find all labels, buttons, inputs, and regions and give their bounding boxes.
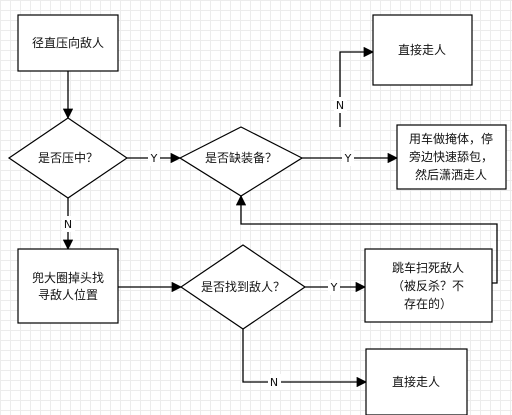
- edge-jump-loop-to-gear: [235, 194, 498, 284]
- edge-labels: Y N N Y Y N: [62, 97, 354, 390]
- edges: [62, 46, 498, 388]
- node-walk-away-top-text: 直接走人: [398, 42, 446, 57]
- decision-lacks-gear-text: 是否缺装备？: [205, 150, 277, 165]
- label-found-no: N: [270, 376, 278, 389]
- label-press-yes: Y: [150, 152, 158, 165]
- decision-is-pressing-text: 是否压中？: [38, 150, 98, 165]
- node-cover-line-1: 用车做掩体，停: [409, 131, 493, 146]
- label-gear-yes: Y: [344, 152, 352, 165]
- node-cover-loot: 用车做掩体，停 旁边快速舔包， 然后潇洒走人: [396, 124, 507, 190]
- node-start: 径直压向敌人: [17, 14, 119, 72]
- node-cover-line-3: 然后潇洒走人: [415, 167, 487, 182]
- node-circle-line-2: 寻敌人位置: [38, 287, 98, 302]
- node-circle-search: 兜大圈掉头找 寻敌人位置: [17, 248, 119, 324]
- node-jump-line-1: 跳车扫死敌人: [392, 260, 464, 275]
- edge-gear-to-walk-top: [339, 46, 375, 127]
- node-jump-shoot: 跳车扫死敌人 （被反杀？不 存在的）: [364, 248, 493, 323]
- node-walk-away-bottom: 直接走人: [365, 348, 468, 415]
- node-cover-line-2: 旁边快速舔包，: [409, 149, 493, 164]
- node-walk-away-bottom-text: 直接走人: [392, 374, 440, 389]
- decision-found-enemy-text: 是否找到敌人？: [201, 279, 285, 294]
- decision-is-pressing: 是否压中？: [7, 117, 129, 199]
- label-gear-no: N: [336, 99, 344, 112]
- node-circle-line-1: 兜大圈掉头找: [32, 270, 104, 285]
- node-walk-away-top: 直接走人: [372, 14, 473, 86]
- node-jump-line-3: 存在的）: [404, 296, 452, 311]
- edge-found-to-walk-bottom: [242, 329, 368, 388]
- label-press-no: N: [64, 218, 72, 231]
- decision-found-enemy: 是否找到敌人？: [179, 244, 307, 330]
- node-start-text: 径直压向敌人: [32, 35, 104, 50]
- label-found-yes: Y: [330, 281, 338, 294]
- node-jump-line-2: （被反杀？不: [392, 278, 464, 293]
- decision-lacks-gear: 是否缺装备？: [178, 126, 304, 197]
